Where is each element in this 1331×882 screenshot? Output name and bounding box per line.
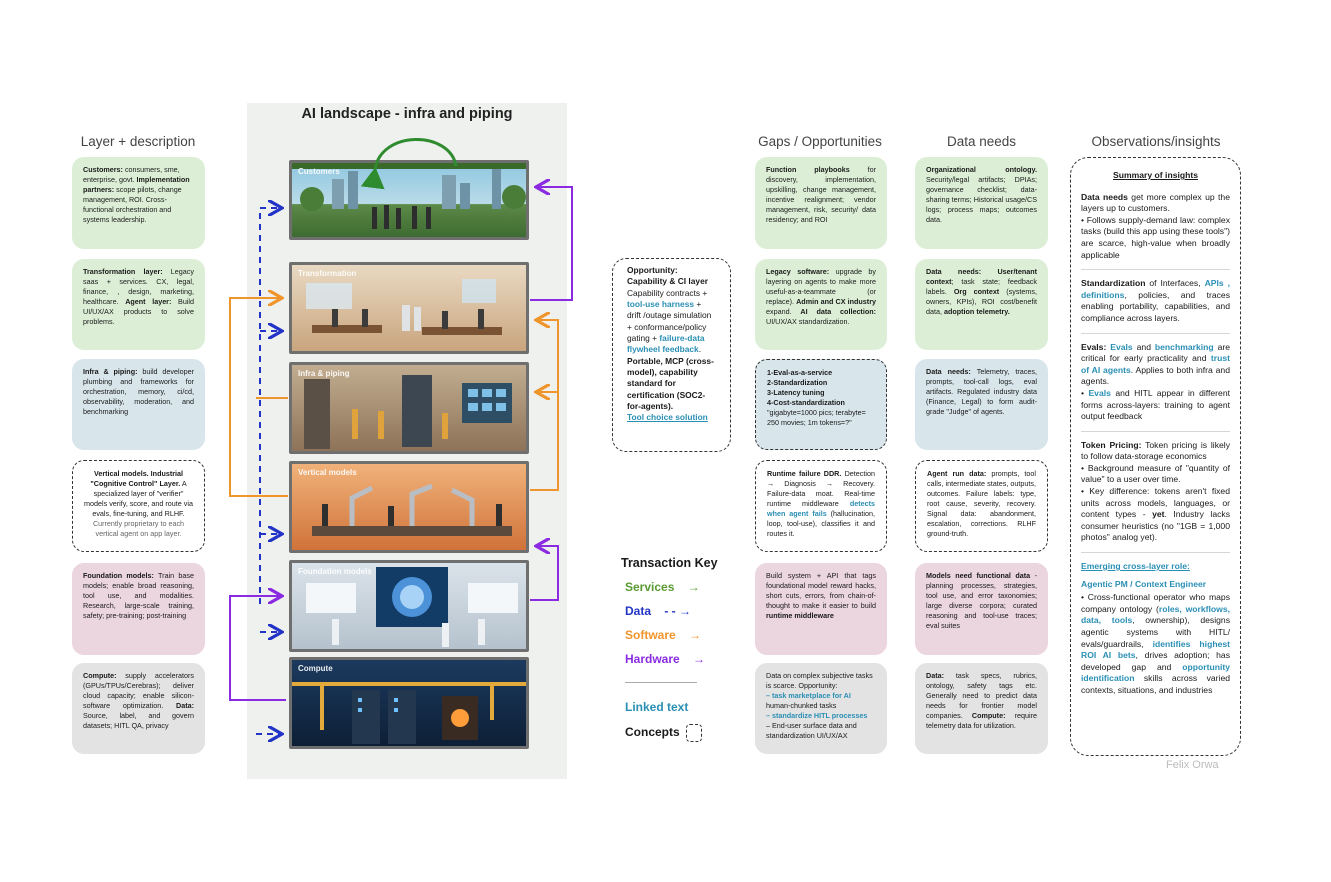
summary-heading: Summary of insights xyxy=(1113,170,1198,180)
gap-card-middleware: Build system + API that tags foundationa… xyxy=(755,563,887,655)
layer-card-foundation: Foundation models: Train base models; en… xyxy=(72,563,205,655)
gap-card-legacy: Legacy software: upgrade by layering on … xyxy=(755,259,887,350)
need-card-context: Data needs: User/tenant context; task st… xyxy=(915,259,1048,350)
floor-label: Compute xyxy=(298,664,333,673)
server-room-icon xyxy=(304,375,512,449)
floor-label: Vertical models xyxy=(298,468,357,477)
layer-card-compute: Compute: supply accelerators (GPUs/TPUs/… xyxy=(72,663,205,754)
floor-customers: Customers xyxy=(289,160,529,240)
key-services: Services → xyxy=(625,580,700,594)
gaps-column-header: Gaps / Opportunities xyxy=(758,134,882,149)
floor-label: Customers xyxy=(298,167,340,176)
layer-card-transformation: Transformation layer: Legacy saas + serv… xyxy=(72,259,205,350)
floor-vertical-models: Vertical models xyxy=(289,461,529,553)
floor-label: Infra & piping xyxy=(298,369,350,378)
key-hardware: Hardware → xyxy=(625,652,706,666)
role-title: Agentic PM / Context Engineer xyxy=(1081,578,1207,589)
need-card-telemetry: Data needs: Telemetry, traces, prompts, … xyxy=(915,359,1048,450)
need-card-specs: Data: task specs, rubrics, ontology, saf… xyxy=(915,663,1048,754)
assembly-line-icon xyxy=(312,483,512,536)
layer-column-header: Layer + description xyxy=(80,134,196,149)
brain-lab-icon xyxy=(306,567,518,647)
layer-card-vertical-models: Vertical models. Industrial "Cognitive C… xyxy=(72,460,205,552)
need-card-ontology: Organizational ontology. Security/legal … xyxy=(915,157,1048,249)
datacenter-icon xyxy=(292,682,526,744)
floor-label: Foundation models xyxy=(298,567,372,576)
floor-label: Transformation xyxy=(298,269,357,278)
observations-panel: Summary of insights Data needs get more … xyxy=(1070,157,1241,756)
author-signature: Felix Orwa xyxy=(1166,759,1219,771)
gap-card-runtime: Runtime failure DDR. Detection → Diagnos… xyxy=(755,460,887,552)
opportunity-concept-card: Opportunity:Capability & CI layer Capabi… xyxy=(612,258,731,452)
floor-infra: Infra & piping xyxy=(289,362,529,454)
office-scene-icon xyxy=(306,279,502,335)
diagram-title: AI landscape - infra and piping xyxy=(301,106,513,122)
key-divider xyxy=(625,682,697,683)
gap-card-tasks: Data on complex subjective tasks is scar… xyxy=(755,663,887,754)
need-card-agent-run: Agent run data: prompts, tool calls, int… xyxy=(915,460,1048,552)
data-needs-column-header: Data needs xyxy=(946,134,1017,149)
floor-compute: Compute xyxy=(289,657,529,749)
need-card-functional: Models need functional data - planning p… xyxy=(915,563,1048,655)
key-concepts: Concepts xyxy=(625,724,703,742)
key-data: Data - - → xyxy=(625,604,692,618)
key-title: Transaction Key xyxy=(621,556,718,570)
floor-foundation: Foundation models xyxy=(289,560,529,652)
key-linked: Linked text xyxy=(625,700,689,714)
flow-arrows xyxy=(229,138,573,770)
observations-column-header: Observations/insights xyxy=(1091,134,1221,149)
key-software: Software → xyxy=(625,628,702,642)
emerging-role-heading: Emerging cross-layer role: xyxy=(1081,561,1190,572)
gap-card-playbooks: Function playbooks for discovery, implem… xyxy=(755,157,887,249)
floor-transformation: Transformation xyxy=(289,262,529,354)
layer-card-customers: Customers: consumers, sme, enterprise, g… xyxy=(72,157,205,249)
layer-card-infra: Infra & piping: build developer plumbing… xyxy=(72,359,205,450)
tool-choice-link[interactable]: Tool choice solution xyxy=(627,412,708,423)
city-skyline-icon xyxy=(292,163,526,229)
